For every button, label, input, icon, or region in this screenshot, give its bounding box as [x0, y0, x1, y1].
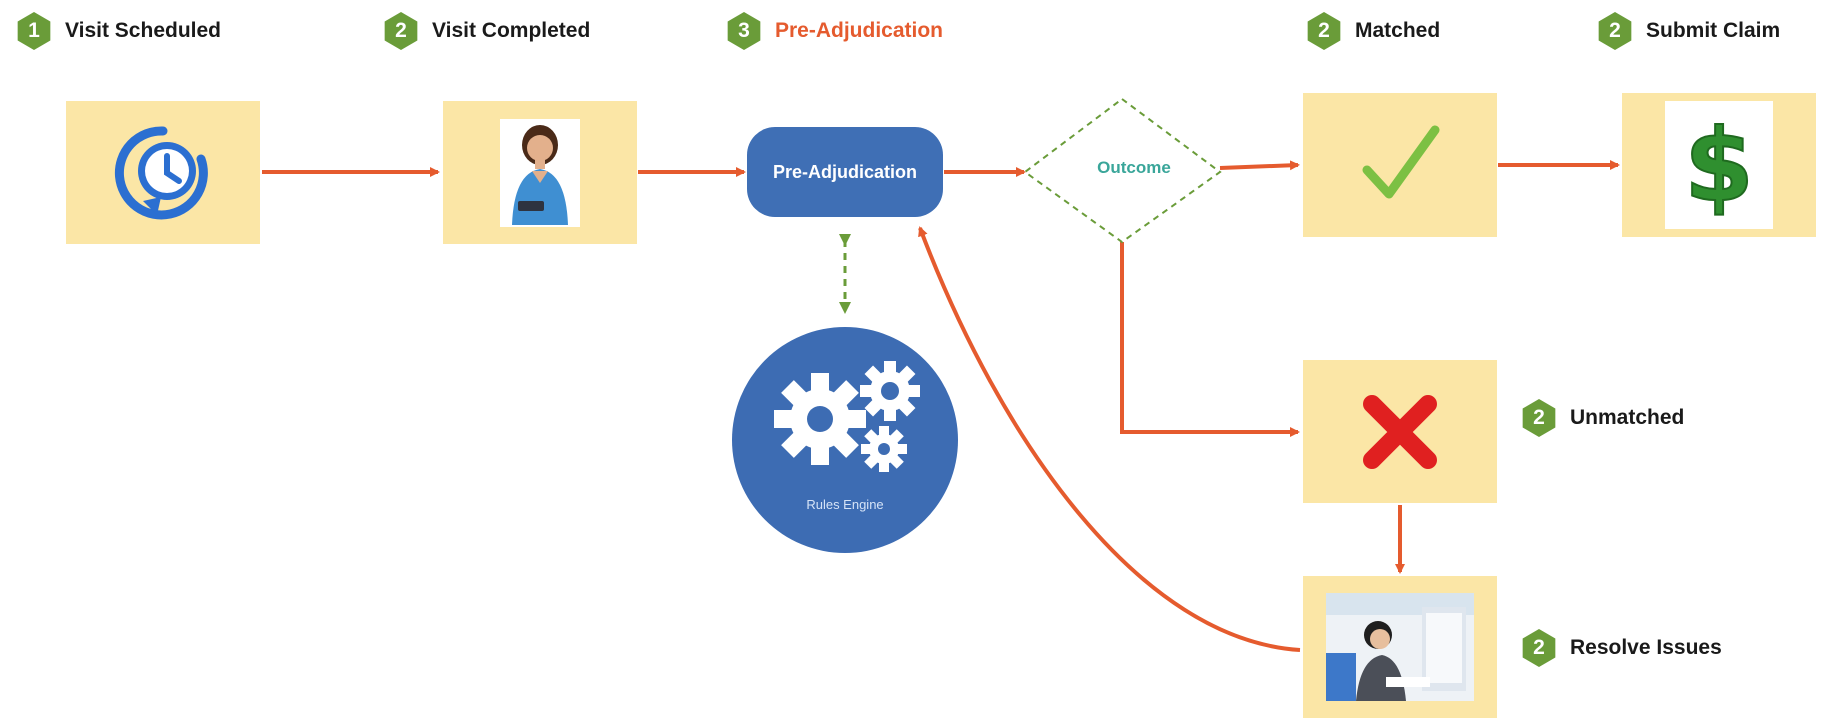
- step-pre-adjudication: 3 Pre-Adjudication: [725, 12, 943, 50]
- step-title: Unmatched: [1570, 406, 1685, 429]
- submit-claim-box: $: [1622, 93, 1816, 237]
- office-worker-image: [1326, 593, 1474, 701]
- outcome-label: Outcome: [1097, 158, 1171, 177]
- visit-scheduled-box: [66, 101, 260, 244]
- pre-adjudication-label: Pre-Adjudication: [772, 161, 917, 182]
- step-title: Visit Scheduled: [65, 19, 221, 42]
- step-unmatched: 2 Unmatched: [1520, 399, 1684, 437]
- step-resolve-issues: 2 Resolve Issues: [1520, 629, 1722, 667]
- outcome-diamond: [1023, 97, 1222, 244]
- step-title: Submit Claim: [1646, 19, 1781, 42]
- arrow-resolve-to-preadjudication: [918, 226, 1301, 652]
- pre-adjudication-node: Pre-Adjudication: [747, 127, 943, 217]
- checkmark-icon: [1362, 125, 1440, 199]
- gears-icon: [774, 361, 920, 472]
- step-visit-scheduled: 1 Visit Scheduled: [15, 12, 221, 50]
- step-title: Visit Completed: [432, 19, 591, 42]
- step-matched: 2 Matched: [1305, 12, 1440, 50]
- matched-box: [1303, 93, 1497, 237]
- resolve-issues-box: [1303, 576, 1497, 718]
- clock-icon: [114, 125, 208, 219]
- arrow-outcome-to-matched: [1219, 160, 1300, 171]
- rules-engine-node: Rules Engine: [732, 327, 958, 553]
- step-number-badge: 3: [727, 12, 761, 50]
- arrow-outcome-to-unmatched: [1120, 242, 1300, 437]
- step-title: Pre-Adjudication: [775, 19, 944, 42]
- x-icon: [1363, 394, 1437, 469]
- visit-completed-box: [443, 101, 637, 244]
- svg-text:$: $: [1684, 110, 1754, 220]
- step-title: Matched: [1355, 19, 1441, 42]
- step-submit-claim: 2 Submit Claim: [1596, 12, 1780, 50]
- step-number-badge: 2: [1598, 12, 1632, 50]
- dollar-icon: $: [1683, 110, 1755, 220]
- step-visit-completed: 2 Visit Completed: [382, 12, 590, 50]
- step-title: Resolve Issues: [1570, 636, 1722, 659]
- rules-engine-label: Rules Engine: [806, 497, 884, 512]
- nurse-image: [500, 118, 580, 227]
- step-number-badge: 2: [1307, 12, 1341, 50]
- unmatched-box: [1303, 360, 1497, 503]
- step-number-badge: 2: [1522, 399, 1556, 437]
- claim-icon-panel: $: [1665, 101, 1773, 229]
